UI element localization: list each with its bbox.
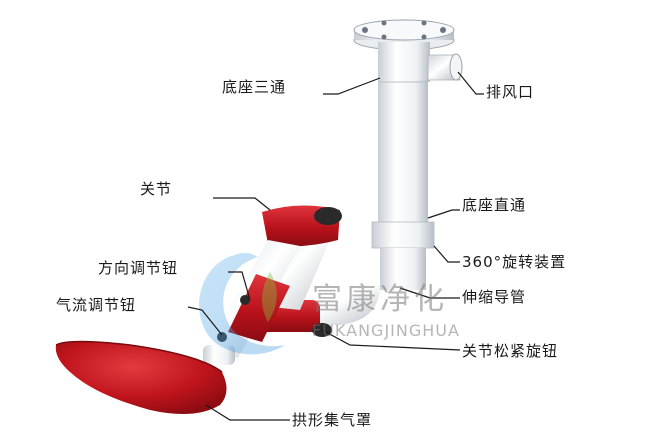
watermark-brand-en: FUKANGJINGHUA [312, 321, 460, 340]
leader-joint-tension-knob [321, 329, 461, 351]
label-telescopic-pipe: 伸缩导管 [462, 288, 527, 306]
leader-base-tee [323, 77, 381, 95]
vertical-main-pipe [378, 80, 428, 225]
leader-joint [213, 197, 271, 211]
label-rotation: 360°旋转装置 [462, 253, 567, 271]
leader-lines [187, 71, 484, 421]
leader-airflow-knob [187, 306, 223, 336]
leader-direction-knob [228, 271, 251, 301]
leader-telescopic-pipe [399, 287, 460, 299]
leader-exhaust-port [457, 71, 484, 95]
label-joint: 关节 [140, 180, 173, 198]
watermark-brand-cn: 富康净化 [312, 282, 448, 317]
leader-base-straight [427, 209, 460, 219]
label-arch-hood: 拱形集气罩 [292, 411, 373, 429]
arch-hood [55, 340, 227, 414]
lower-arm-red-sleeve [228, 274, 290, 342]
leader-rotation [433, 245, 460, 263]
base-tee-pipe [378, 42, 463, 82]
label-exhaust-port: 排风口 [486, 83, 535, 101]
leader-arch-hood [205, 404, 290, 421]
upper-red-joint [262, 205, 342, 247]
label-airflow-knob: 气流调节钮 [56, 296, 137, 314]
label-base-straight: 底座直通 [462, 196, 527, 214]
rotation-collar [371, 221, 435, 290]
label-joint-tension-knob: 关节松紧旋钮 [462, 342, 559, 360]
watermark-logo-icon [199, 252, 285, 355]
label-base-tee: 底座三通 [222, 78, 287, 96]
hood-neck [203, 345, 235, 365]
label-direction-knob: 方向调节钮 [98, 259, 179, 277]
